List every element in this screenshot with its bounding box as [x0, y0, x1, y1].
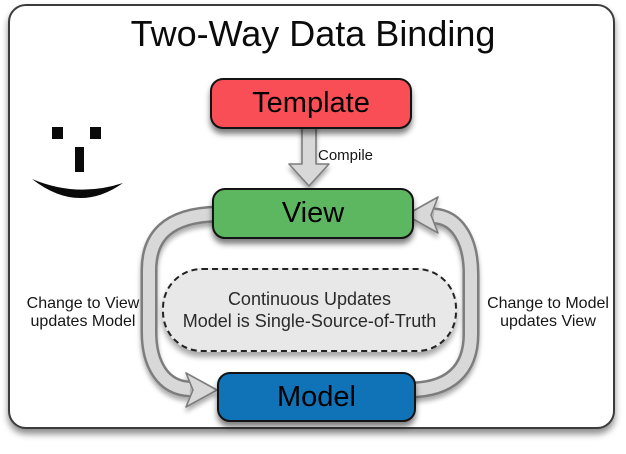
smiley-left-eye: [52, 127, 63, 139]
note-line1: Continuous Updates: [227, 288, 392, 309]
model-to-view-arrowhead: [405, 196, 439, 234]
smiley-right-eye: [90, 127, 101, 139]
view-to-model-label-line2: updates Model: [30, 312, 136, 330]
model-node-label: Model: [277, 380, 356, 413]
model-to-view-label-line2: updates View: [500, 312, 596, 330]
view-to-model-arrow-inner: [143, 208, 219, 395]
model-to-view-label-line1: Change to Model: [487, 295, 609, 312]
note-line2: Model is Single-Source-of-Truth: [182, 311, 437, 331]
model-node: Model: [217, 372, 416, 422]
smiley-face-icon: [32, 127, 123, 199]
template-node: Template: [210, 78, 412, 129]
note-bubble: Continuous Updates Model is Single-Sourc…: [162, 268, 457, 352]
model-to-view-arrow-inner: [408, 210, 477, 396]
view-to-model-label-line1: Change to View: [26, 295, 140, 312]
smiley-mouth: [32, 179, 123, 199]
smiley-nose: [75, 147, 84, 172]
compile-edge-label: Compile: [318, 147, 374, 164]
model-to-view-edge-label: Change to Model updates View: [482, 295, 614, 331]
diagram-title: Two-Way Data Binding: [130, 13, 496, 54]
view-to-model-edge-label: Change to View updates Model: [18, 295, 148, 331]
compile-arrow: [288, 122, 330, 187]
view-node-label: View: [281, 197, 345, 229]
view-node: View: [212, 188, 414, 239]
view-to-model-arrowhead: [185, 372, 218, 408]
template-node-label: Template: [252, 87, 370, 119]
